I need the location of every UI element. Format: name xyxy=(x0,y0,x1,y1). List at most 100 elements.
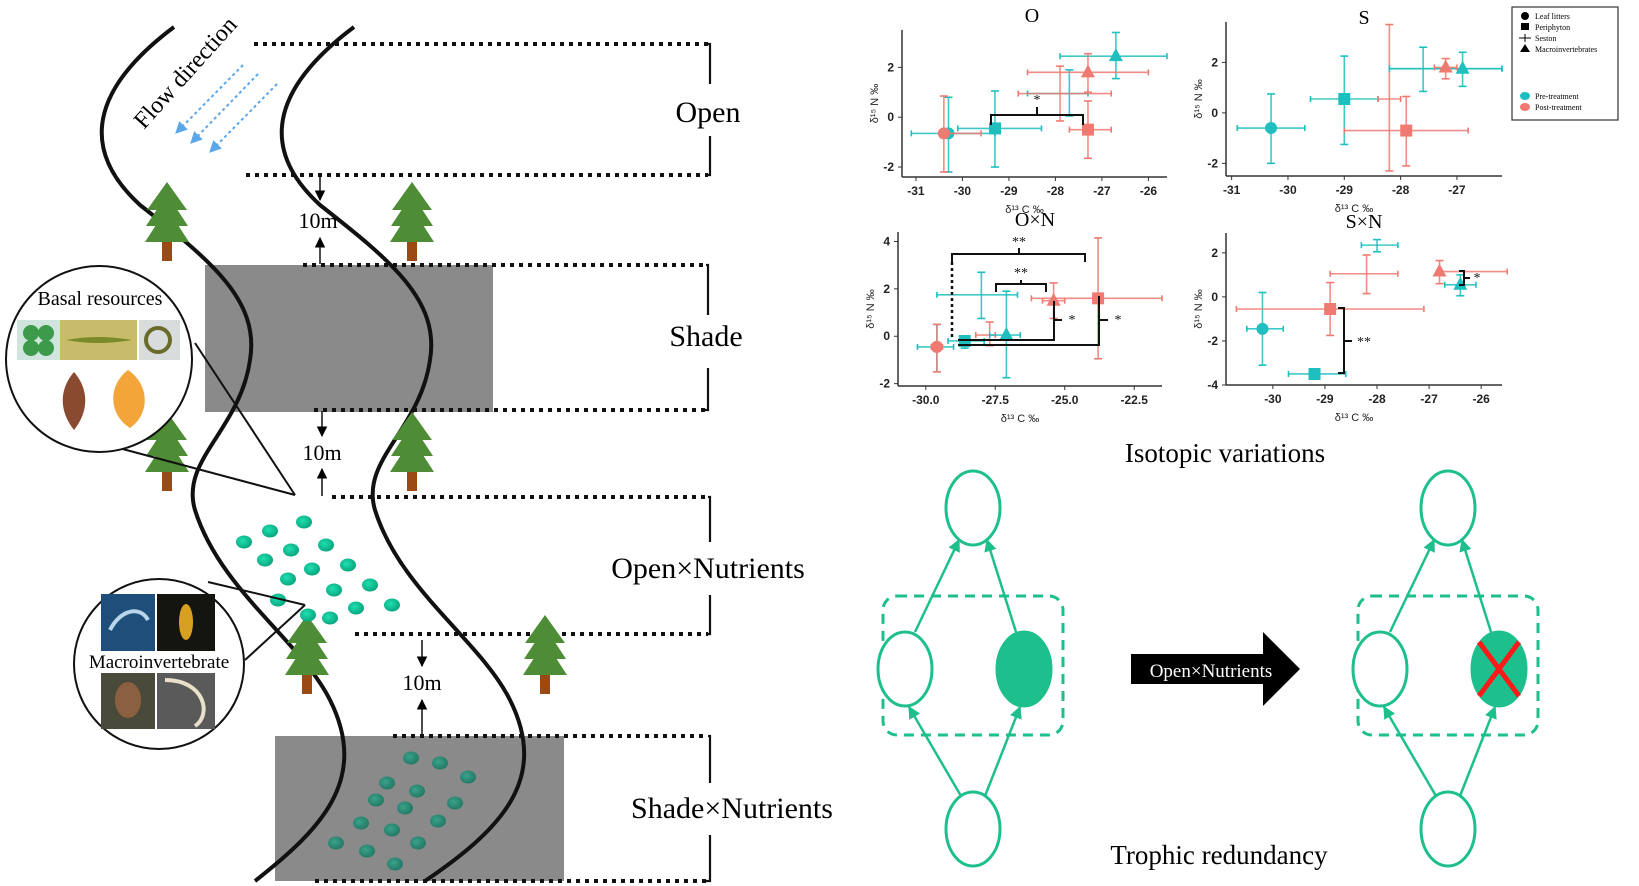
filament-ring-image xyxy=(139,320,180,360)
y-axis-label: δ¹⁵ N ‰ xyxy=(865,289,877,328)
nutrient-pellet xyxy=(368,793,384,807)
stream-bank-right xyxy=(279,25,527,883)
x-tick-label: -30.0 xyxy=(912,393,940,407)
y-tick-label: 0 xyxy=(887,110,894,124)
trophic-link-arrow xyxy=(1388,538,1436,633)
y-tick-label: -2 xyxy=(879,377,890,391)
nutrient-pellet xyxy=(300,608,316,622)
node-basal xyxy=(1419,790,1477,868)
y-tick-label: -2 xyxy=(1207,334,1218,348)
marker-triangle xyxy=(1080,64,1095,78)
marker-square xyxy=(1324,303,1337,315)
chart-title: O×N xyxy=(1015,209,1055,231)
trophic-link-arrow xyxy=(983,705,1022,797)
x-tick-label: -26 xyxy=(1472,392,1490,406)
reach-boundaries xyxy=(246,42,708,883)
x-axis-label: δ¹³ C ‰ xyxy=(1335,412,1374,424)
reach-label-shade-nutrients: Shade×Nutrients xyxy=(631,792,833,825)
data-point-leaf-litters-pre xyxy=(910,96,996,173)
nutrient-pellet xyxy=(384,598,400,612)
x-tick-label: -26 xyxy=(1140,184,1158,198)
nutrient-pellet xyxy=(340,558,356,572)
x-tick-label: -29 xyxy=(1316,392,1334,406)
legend-item-macroinvertebrates: Macroinvertebrates xyxy=(1520,44,1597,54)
macroinvertebrate-callout: Macroinvertebrate xyxy=(73,578,306,750)
marker-square xyxy=(1338,93,1351,105)
marker-triangle xyxy=(1108,48,1123,62)
node-top-consumer xyxy=(944,469,1002,547)
stream-schematic: Flow direction 10m 10m 10m Open Shade Op… xyxy=(5,12,833,883)
significance-label: ** xyxy=(1014,266,1028,281)
bracket xyxy=(995,280,1047,292)
data-point-seston-pre xyxy=(1360,238,1399,253)
data-point-seston-post xyxy=(1377,23,1402,172)
x-tick-label: -27.5 xyxy=(982,393,1010,407)
marker-square xyxy=(1081,123,1094,136)
macroinvertebrate-title: Macroinvertebrate xyxy=(89,652,229,673)
nutrient-pellet xyxy=(384,823,400,837)
nutrient-pellet xyxy=(430,814,446,828)
x-tick-label: -30 xyxy=(954,184,972,198)
nutrient-pellet xyxy=(353,816,369,830)
node-resource-a xyxy=(876,630,934,708)
nutrient-pellet xyxy=(318,538,334,552)
data-point-seston-post xyxy=(1017,65,1113,122)
legend-label: Leaf litters xyxy=(1535,12,1570,21)
distance-marker-2: 10m xyxy=(302,411,342,496)
nutrient-pellet xyxy=(326,583,342,597)
legend-label: Post-treatment xyxy=(1535,103,1582,112)
y-tick-label: -4 xyxy=(1207,378,1218,392)
node-basal xyxy=(944,790,1002,868)
tree-icon xyxy=(390,412,434,491)
bracket xyxy=(951,248,1086,262)
data-point-periphyton-pre xyxy=(1309,55,1379,146)
trophic-redundancy-title: Trophic redundancy xyxy=(1110,840,1328,870)
food-web-after xyxy=(1351,469,1540,868)
nutrient-pellets-open xyxy=(236,515,400,625)
marker-triangle xyxy=(1438,59,1453,73)
nutrient-pellet xyxy=(348,601,364,615)
nutrient-pellet xyxy=(379,776,395,790)
treatment-arrow: Open×Nutrients xyxy=(1131,632,1300,706)
marker-square xyxy=(1400,124,1413,137)
isotopic-variations-title: Isotopic variations xyxy=(1125,438,1325,468)
data-point-leaf-litters-pre xyxy=(1236,93,1306,165)
bracket xyxy=(990,107,1084,125)
triangle-icon xyxy=(1520,44,1530,52)
reach-label-shade: Shade xyxy=(669,320,742,353)
reach-brackets xyxy=(704,42,712,883)
y-tick-label: 2 xyxy=(887,60,894,74)
tree-icon xyxy=(285,615,329,694)
treatment-swatch-icon xyxy=(1520,103,1530,111)
data-point-leaf-litters-post xyxy=(930,323,944,373)
shade-reach-2 xyxy=(275,736,564,881)
treatment-swatch-icon xyxy=(1520,92,1530,100)
significance-brackets xyxy=(950,107,1470,374)
x-tick-label: -28 xyxy=(1392,183,1410,197)
nutrient-pellet xyxy=(362,578,378,592)
nutrient-pellet xyxy=(296,515,312,529)
cross-icon xyxy=(1476,640,1522,698)
chart-title: S×N xyxy=(1346,211,1383,233)
svg-text:10m: 10m xyxy=(302,440,341,465)
diatom-image xyxy=(60,320,137,360)
legend-label: Macroinvertebrates xyxy=(1535,45,1597,54)
node-resource-a xyxy=(1351,630,1409,708)
nutrient-pellet xyxy=(397,801,413,815)
node-resource-b xyxy=(995,630,1053,708)
x-tick-label: -27 xyxy=(1420,392,1438,406)
nutrient-pellet xyxy=(409,784,425,798)
marker-triangle xyxy=(999,327,1014,341)
marker-circle xyxy=(937,127,950,140)
legend-item-pre-treatment: Pre-treatment xyxy=(1520,92,1579,101)
significance-label: * xyxy=(1069,313,1076,328)
y-axis-label: δ¹⁵ N ‰ xyxy=(1193,79,1205,118)
tree-icon xyxy=(145,182,189,261)
legend-label: Seston xyxy=(1535,34,1556,43)
data-point-seston-pre xyxy=(936,271,1019,320)
x-tick-label: -28 xyxy=(1368,392,1386,406)
trophic-link-arrow xyxy=(1458,705,1497,797)
